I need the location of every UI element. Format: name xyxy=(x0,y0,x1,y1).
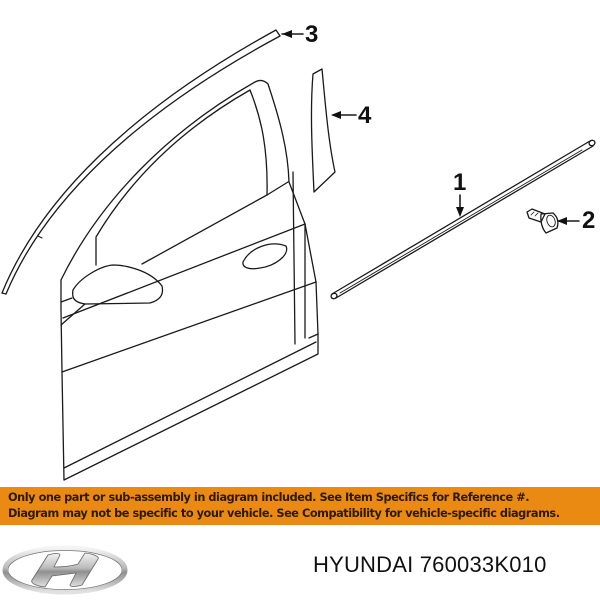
callout-2-label: 2 xyxy=(582,207,596,234)
part-4-garnish xyxy=(310,68,336,193)
callout-3-label: 3 xyxy=(305,21,319,48)
part-1-belt-moulding xyxy=(330,139,596,300)
hyundai-logo-icon xyxy=(2,545,128,595)
disclaimer-line-1: Only one part or sub-assembly in diagram… xyxy=(8,491,530,504)
door-panel xyxy=(60,79,319,481)
disclaimer-banner: Only one part or sub-assembly in diagram… xyxy=(0,487,600,525)
disclaimer-line-2: Diagram may not be specific to your vehi… xyxy=(8,507,560,520)
door-diagram xyxy=(1,29,596,481)
part-2-clip xyxy=(526,208,559,234)
part-number-label: HYUNDAI 760033K010 xyxy=(313,552,547,577)
part-3-roof-moulding xyxy=(1,29,281,295)
callout-4-label: 4 xyxy=(358,102,372,129)
callout-1-label: 1 xyxy=(453,169,467,196)
callout-leaders xyxy=(281,30,580,225)
